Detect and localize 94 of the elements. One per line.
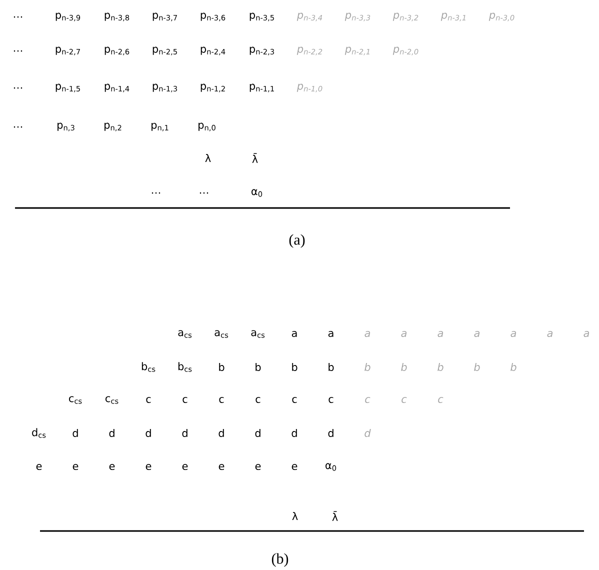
symbol-label: a$_{cs}$ [251, 330, 265, 338]
symbol-label: a [328, 331, 334, 337]
symbol-label: d [292, 428, 297, 438]
symbol-label: b [401, 362, 407, 372]
symbol-label: d [255, 428, 260, 438]
symbol-label: c [292, 397, 297, 404]
symbol-label: b [474, 362, 480, 372]
symbol-label: b [292, 362, 298, 372]
symbol-label: p$_{n-1,3}$ [152, 84, 177, 92]
symbol-label: p$_{n,2}$ [104, 122, 122, 132]
symbol-label: d [146, 428, 151, 438]
symbol-label: p$_{n-2,0}$ [392, 46, 418, 56]
symbol-label: d$_{cs}$ [32, 428, 46, 438]
symbol-label: c$_{cs}$ [106, 396, 118, 404]
symbol-label: p$_{n,1}$ [152, 122, 168, 132]
symbol-label: p$_{n-3,6}$ [200, 12, 226, 22]
symbol-label: p$_{n-1,5}$ [56, 84, 80, 92]
symbol-label: a [438, 331, 444, 337]
symbol-label: a [401, 331, 407, 337]
ellipsis: … [14, 87, 22, 89]
symbol-label: b [438, 362, 444, 372]
symbol-label: p$_{n-2,1}$ [344, 46, 370, 56]
symbol-label: e [255, 464, 261, 470]
symbol-label: b [328, 362, 334, 372]
symbol-label: d [72, 428, 78, 438]
symbol-label: c [256, 397, 260, 404]
symbol-label: a [474, 331, 480, 337]
symbol-label: c [402, 397, 407, 404]
symbol-label: p$_{n-1,1}$ [250, 84, 274, 92]
symbol-label: b$_{cs}$ [142, 362, 156, 372]
ellipsis: … [200, 192, 208, 194]
symbol-label: b [510, 362, 516, 372]
symbol-label: a [584, 331, 590, 337]
panel-caption: (b) [272, 553, 288, 567]
symbol-label: b [219, 362, 224, 372]
symbol-label: p$_{n-2,3}$ [250, 46, 274, 56]
symbol-label: p$_{n-3,7}$ [152, 12, 177, 22]
symbol-label: p$_{n-2,6}$ [104, 46, 130, 56]
symbol-label: a [510, 331, 516, 337]
ellipsis: … [152, 192, 160, 194]
symbol-label: λ̄ [252, 153, 258, 163]
symbol-label: p$_{n-1,0}$ [296, 84, 322, 92]
symbol-label: a [547, 331, 553, 337]
symbol-label: p$_{n-3,0}$ [488, 12, 514, 22]
symbol-label: c [438, 397, 444, 404]
symbol-label: c [146, 397, 151, 404]
symbol-label: e [146, 464, 152, 470]
ellipsis: … [14, 16, 22, 18]
symbol-label: α$_{0}$ [326, 463, 336, 471]
symbol-label: e [109, 464, 115, 470]
panel-caption: (a) [289, 234, 305, 248]
symbol-label: c [219, 397, 224, 404]
symbol-label: e [218, 464, 224, 470]
symbol-label: c [328, 397, 334, 404]
symbol-label: e [36, 464, 42, 470]
symbol-label: a [292, 331, 297, 337]
symbol-label: p$_{n-2,5}$ [152, 46, 177, 56]
symbol-label: d [109, 428, 114, 438]
symbol-label: p$_{n-3,8}$ [104, 12, 130, 22]
symbol-label: e [182, 464, 188, 470]
symbol-label: p$_{n-1,2}$ [200, 84, 225, 92]
symbol-label: λ [292, 512, 298, 520]
symbol-label: p$_{n-3,9}$ [56, 12, 80, 22]
symbol-label: p$_{n-1,4}$ [104, 84, 130, 92]
symbol-label: p$_{n-3,4}$ [296, 12, 322, 22]
symbol-label: b$_{cs}$ [178, 362, 192, 372]
symbol-label: b [256, 362, 261, 372]
ellipsis: … [14, 126, 22, 128]
symbol-label: a$_{cs}$ [178, 330, 192, 338]
symbol-label: e [292, 464, 298, 470]
symbol-label: p$_{n,0}$ [198, 122, 216, 132]
symbol-label: p$_{n-3,1}$ [440, 12, 466, 22]
symbol-label: p$_{n-3,3}$ [344, 12, 370, 22]
symbol-label: b [364, 362, 370, 372]
symbol-label: p$_{n-2,7}$ [56, 46, 80, 56]
symbol-label: p$_{n-2,2}$ [296, 46, 322, 56]
symbol-label: e [72, 464, 78, 470]
symbol-label: c [182, 397, 188, 404]
symbol-label: c$_{cs}$ [69, 396, 82, 404]
symbol-label: a$_{cs}$ [214, 330, 228, 338]
symbol-label: c [365, 397, 370, 404]
symbol-label: p$_{n-2,4}$ [200, 46, 226, 56]
symbol-label: p$_{n-3,5}$ [250, 12, 274, 22]
symbol-label: d [364, 428, 371, 438]
symbol-label: p$_{n,3}$ [58, 122, 74, 132]
symbol-label: d [328, 428, 334, 438]
symbol-label: d [182, 428, 188, 438]
symbol-label: d [218, 428, 224, 438]
ellipsis: … [14, 50, 22, 52]
symbol-label: λ [205, 154, 211, 162]
symbol-label: p$_{n-3,2}$ [392, 12, 418, 22]
symbol-label: λ̄ [332, 511, 338, 521]
symbol-label: α$_{0}$ [252, 189, 262, 197]
symbol-label: a [364, 331, 370, 337]
